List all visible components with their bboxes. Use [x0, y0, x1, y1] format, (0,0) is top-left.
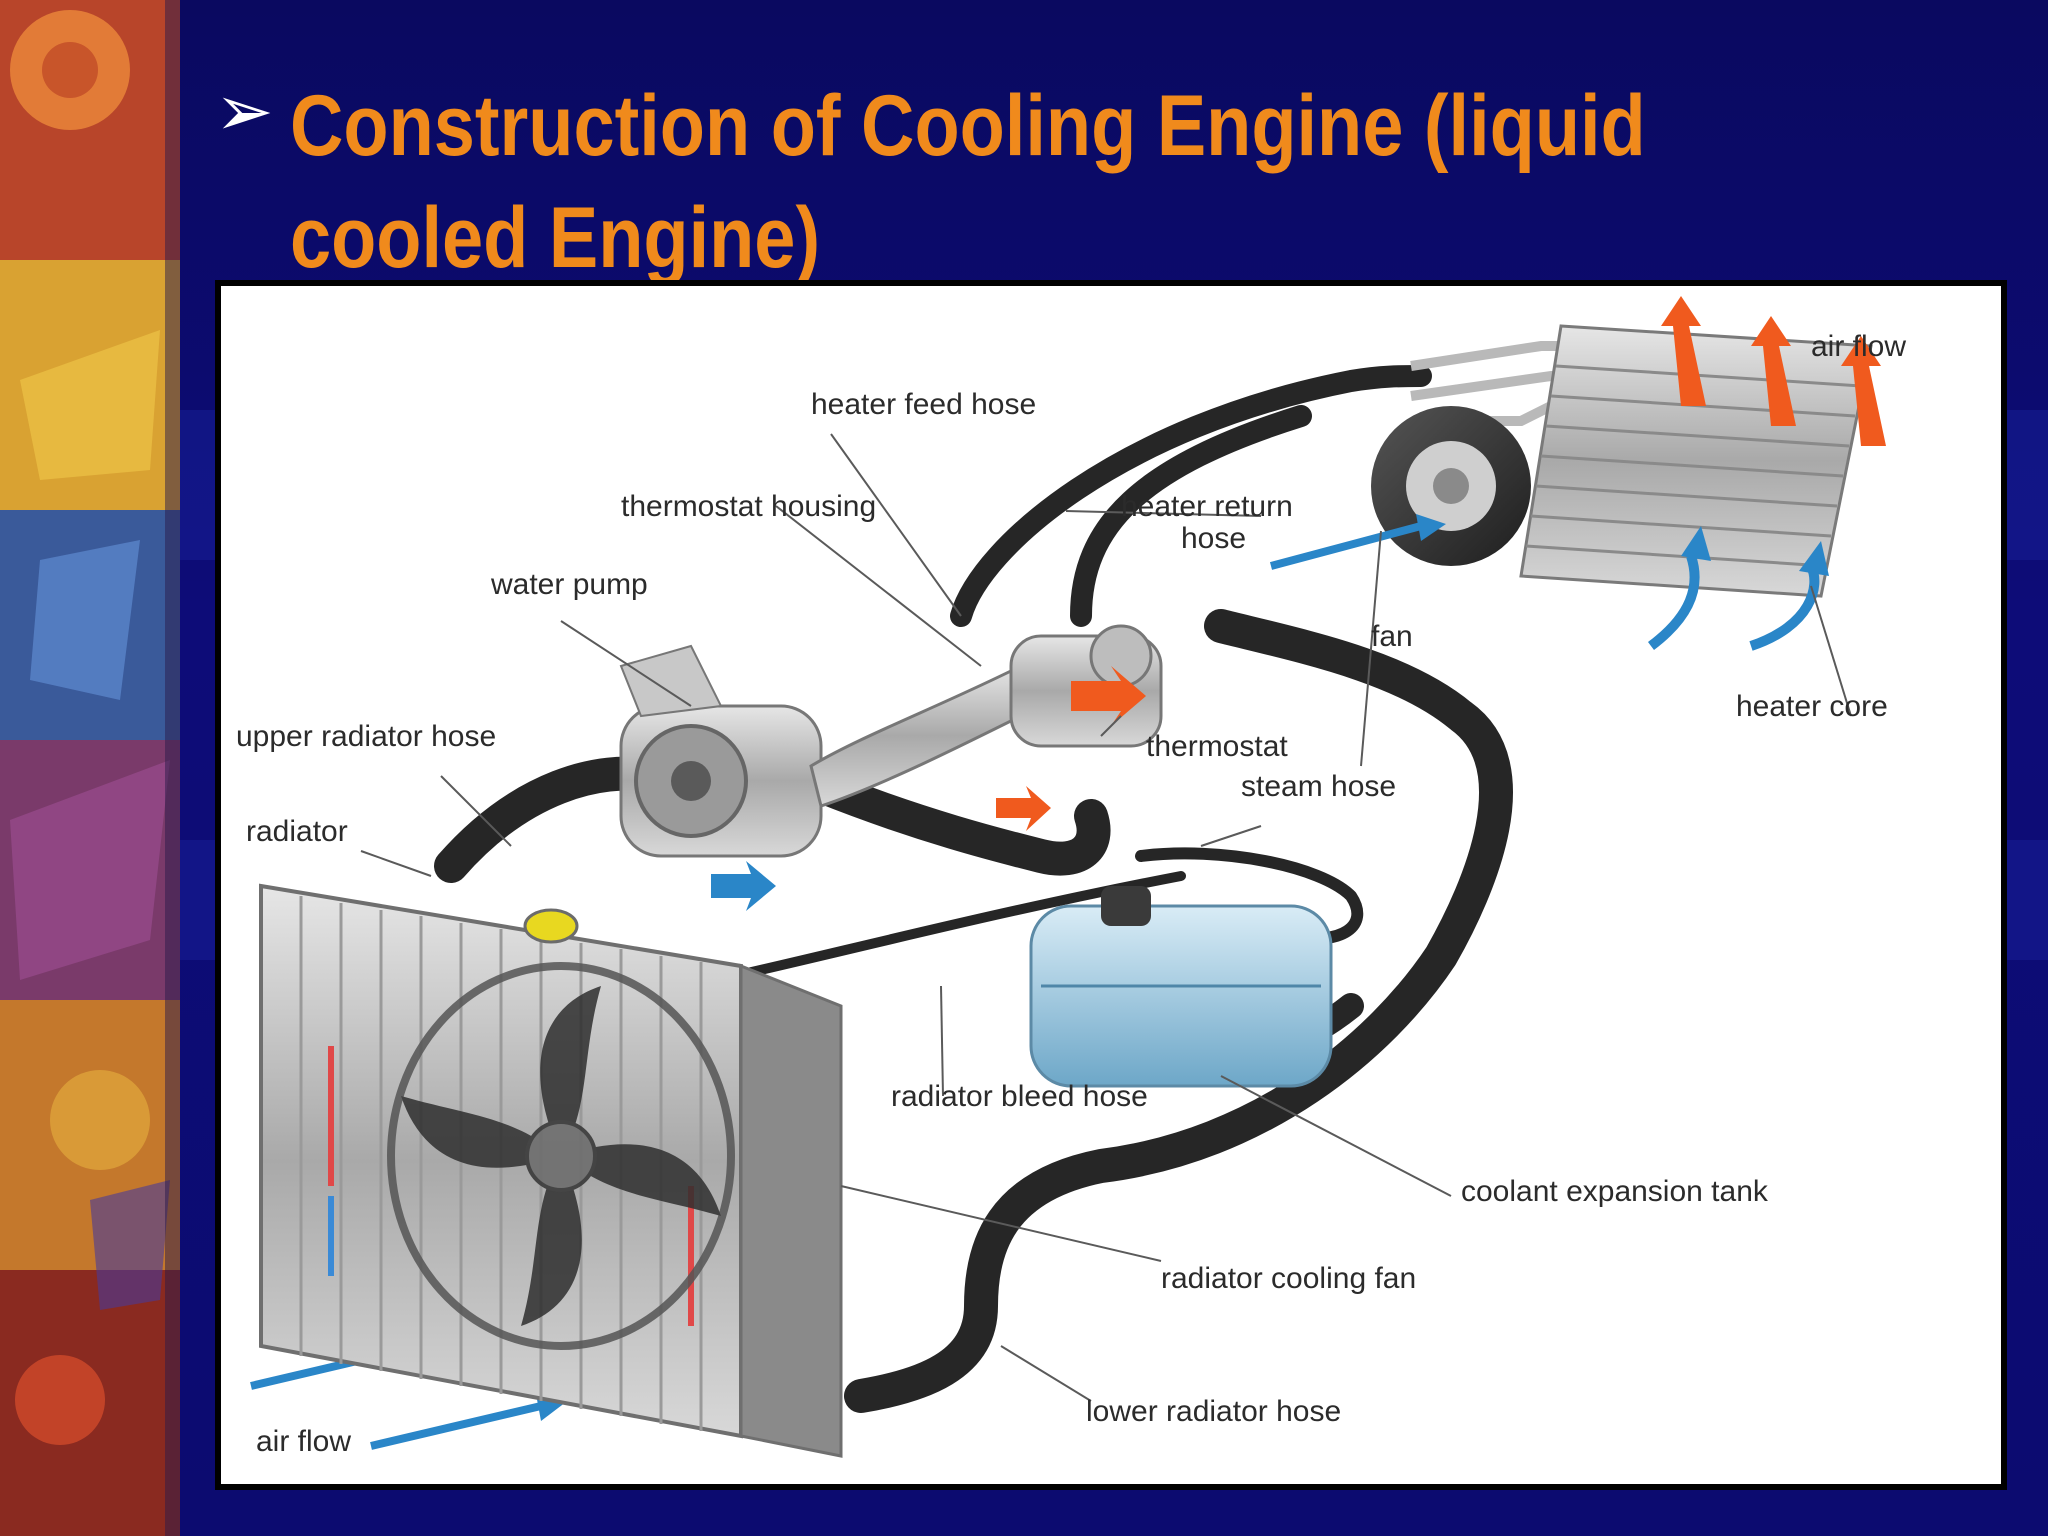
- heater-fan: [1371, 406, 1531, 566]
- label-heater-return-hose-line1: heater return: [1121, 490, 1293, 523]
- arrow-bullet-icon: ➢: [215, 70, 274, 152]
- label-coolant-expansion-tank: coolant expansion tank: [1461, 1175, 1769, 1208]
- diagram-svg: air flow heater feed hose thermostat hou…: [236, 296, 1906, 1458]
- label-heater-feed-hose: heater feed hose: [811, 388, 1036, 421]
- label-thermostat: thermostat: [1146, 730, 1288, 763]
- steam-hose: [1135, 847, 1364, 945]
- lower-radiator-hose: [844, 609, 1513, 1413]
- label-upper-radiator-hose: upper radiator hose: [236, 720, 496, 753]
- label-water-pump: water pump: [490, 568, 648, 601]
- thermostat-housing: [809, 624, 1163, 808]
- label-heater-return-hose-line2: hose: [1181, 522, 1246, 555]
- cool-flow-arrows: [250, 514, 1829, 1450]
- heater-return-hose: [1070, 405, 1312, 627]
- label-heater-core: heater core: [1736, 690, 1888, 723]
- label-air-flow-top: air flow: [1811, 330, 1906, 363]
- label-lower-radiator-hose: lower radiator hose: [1086, 1395, 1341, 1428]
- coolant-expansion-tank: [1029, 886, 1333, 1088]
- label-radiator: radiator: [246, 815, 348, 848]
- bypass-hose: [804, 769, 1111, 876]
- label-steam-hose: steam hose: [1241, 770, 1396, 803]
- hot-flow-arrows: [996, 296, 1886, 831]
- label-air-flow-bottom: air flow: [256, 1425, 351, 1458]
- label-fan: fan: [1371, 620, 1413, 653]
- heater-feed-hose: [950, 365, 1432, 627]
- label-radiator-bleed-hose: radiator bleed hose: [891, 1080, 1148, 1113]
- water-pump: [619, 644, 823, 858]
- radiator-cooling-fan: [387, 962, 735, 1350]
- slide-title: Construction of Cooling Engine (liquid c…: [290, 78, 1646, 286]
- decorative-left-strip: [0, 0, 180, 1536]
- label-radiator-cooling-fan: radiator cooling fan: [1161, 1262, 1416, 1295]
- label-thermostat-housing: thermostat housing: [621, 490, 876, 523]
- cooling-system-diagram: air flow heater feed hose thermostat hou…: [215, 280, 2007, 1490]
- leader-lines: [360, 433, 1852, 1402]
